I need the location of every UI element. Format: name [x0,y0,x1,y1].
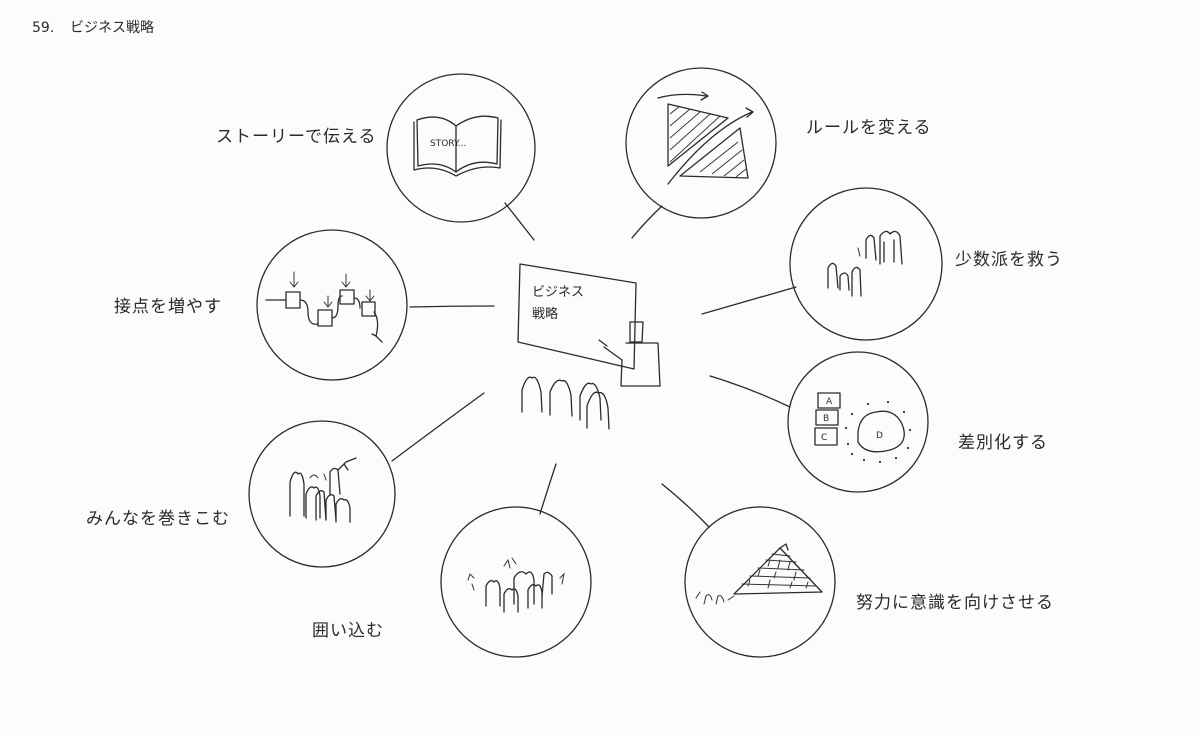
box-c: C [821,433,827,443]
whiteboard [517,263,637,370]
box-b: B [823,414,829,424]
box-a: A [826,397,833,407]
rule-change-icon [657,91,754,185]
audience-figures [521,376,610,430]
node-enclose: 囲い込む [312,506,592,658]
node-involve: みんなを巻きこむ [86,420,396,568]
node-effort: 努力に意識を向けさせる [684,506,1054,658]
board-line-2: 戦略 [532,306,558,322]
node-circle [386,73,536,223]
pyramid-icon [695,543,823,605]
header-title: ビジネス戦略 [70,20,154,36]
node-label-differentiate: 差別化する [958,433,1048,453]
node-minority: 少数派を救う [789,187,1063,341]
touchpoint-icon [265,271,383,343]
node-touchpoint: 接点を増やす [114,229,408,381]
enclose-icon [467,557,565,613]
node-differentiate: A B C D 差別化する [787,351,1048,493]
center-presenter: ビジネス 戦略 [517,263,661,430]
node-circle [248,420,396,568]
book-icon: STORY... [413,115,502,177]
involve-icon [289,457,357,523]
node-label-minority: 少数派を救う [955,250,1063,270]
book-text: STORY... [430,139,466,149]
node-circle [787,351,929,493]
board-line-1: ビジネス [532,285,584,300]
node-label-enclose: 囲い込む [312,621,384,641]
presenter-figure [598,321,661,387]
node-label-involve: みんなを巻きこむ [86,509,230,529]
blob-d: D [876,431,883,441]
header-number: 59. [32,20,54,36]
node-label-effort: 努力に意識を向けさせる [856,593,1054,613]
node-story: STORY... ストーリーで伝える [216,73,536,223]
differentiation-icon: A B C D [814,392,912,464]
node-circle [789,187,943,341]
connector-lines [391,202,797,528]
node-circle [684,506,836,658]
node-circle [256,229,408,381]
node-label-rule: ルールを変える [806,118,932,138]
minority-icon [827,230,903,297]
node-label-story: ストーリーで伝える [216,127,376,147]
node-circle [625,67,777,219]
node-label-touchpoint: 接点を増やす [114,297,222,317]
node-circle [440,506,592,658]
node-rule: ルールを変える [625,67,932,219]
